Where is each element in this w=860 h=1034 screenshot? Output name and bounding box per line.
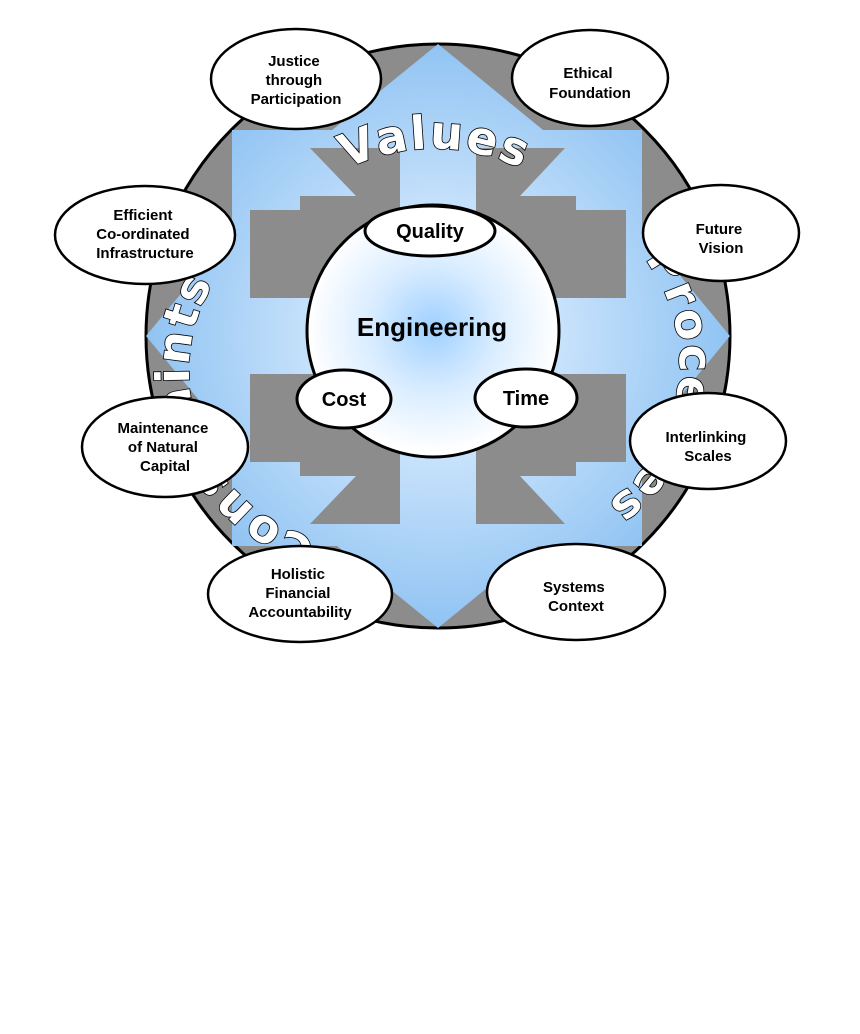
core-time: Time [473, 367, 579, 429]
oval-holistic-line-1: Holistic [271, 566, 325, 583]
core-quality: Quality [363, 204, 497, 258]
oval-justice-line-2: through [266, 72, 323, 89]
oval-interlinking-line-1: Interlinking [665, 429, 746, 446]
oval-justice-line-1: Justice [268, 53, 320, 70]
oval-future: Future Vision [641, 183, 801, 283]
arrow-up [310, 44, 565, 290]
oval-interlinking: Interlinking Scales [628, 391, 788, 491]
oval-systems-line-2: Context [548, 598, 604, 615]
oval-systems-line-1: Systems [543, 579, 605, 596]
center-label: Engineering [357, 312, 507, 342]
svg-text:Efficient Co-ordinated: Efficient Co-ordinated Infrastructure [96, 207, 194, 262]
svg-text:Ethical Foundation: Ethical Foundation [549, 65, 631, 102]
oval-ethical-line-1: Ethical [563, 65, 612, 82]
oval-efficient-line-3: Infrastructure [96, 245, 194, 262]
svg-text:Justice through Pa: Justice through Participation [251, 53, 342, 108]
arc-word-values: Values [331, 105, 539, 179]
oval-systems: Systems Context [485, 542, 667, 642]
svg-text:Future Vision: Future Vision [696, 221, 747, 257]
core-quality-label: Quality [396, 221, 465, 243]
oval-holistic-line-3: Accountability [248, 604, 352, 621]
oval-ethical-line-2: Foundation [549, 85, 631, 102]
oval-maintenance-line-2: of Natural [128, 439, 198, 456]
core-cost: Cost [295, 368, 393, 430]
oval-maintenance-line-3: Capital [140, 458, 190, 475]
oval-efficient-line-2: Co-ordinated [96, 226, 189, 243]
oval-maintenance-line-1: Maintenance [117, 420, 208, 437]
core-time-label: Time [503, 388, 549, 410]
arrow-left [146, 210, 390, 462]
shadow-wedges [250, 148, 626, 524]
oval-efficient: Efficient Co-ordinated Infrastructure [53, 184, 237, 286]
core-cost-label: Cost [322, 389, 367, 411]
svg-text:Interlinking Scales: Interlinking Scales [665, 429, 750, 465]
oval-future-line-1: Future [696, 221, 743, 238]
oval-efficient-line-1: Efficient [113, 207, 172, 224]
oval-justice-line-3: Participation [251, 91, 342, 108]
oval-maintenance: Maintenance of Natural Capital [80, 395, 250, 499]
oval-holistic: Holistic Financial Accountability [206, 544, 394, 644]
svg-text:Holistic Financial: Holistic Financial Accountability [248, 566, 352, 621]
svg-text:Maintenance of Natural: Maintenance of Natural Capital [117, 420, 212, 475]
oval-interlinking-line-2: Scales [684, 448, 732, 465]
oval-ethical: Ethical Foundation [510, 28, 670, 128]
oval-justice: Justice through Participation [209, 27, 383, 131]
oval-holistic-line-2: Financial [265, 585, 330, 602]
svg-text:Systems Context: Systems Context [543, 579, 609, 615]
oval-future-line-2: Vision [699, 240, 744, 257]
